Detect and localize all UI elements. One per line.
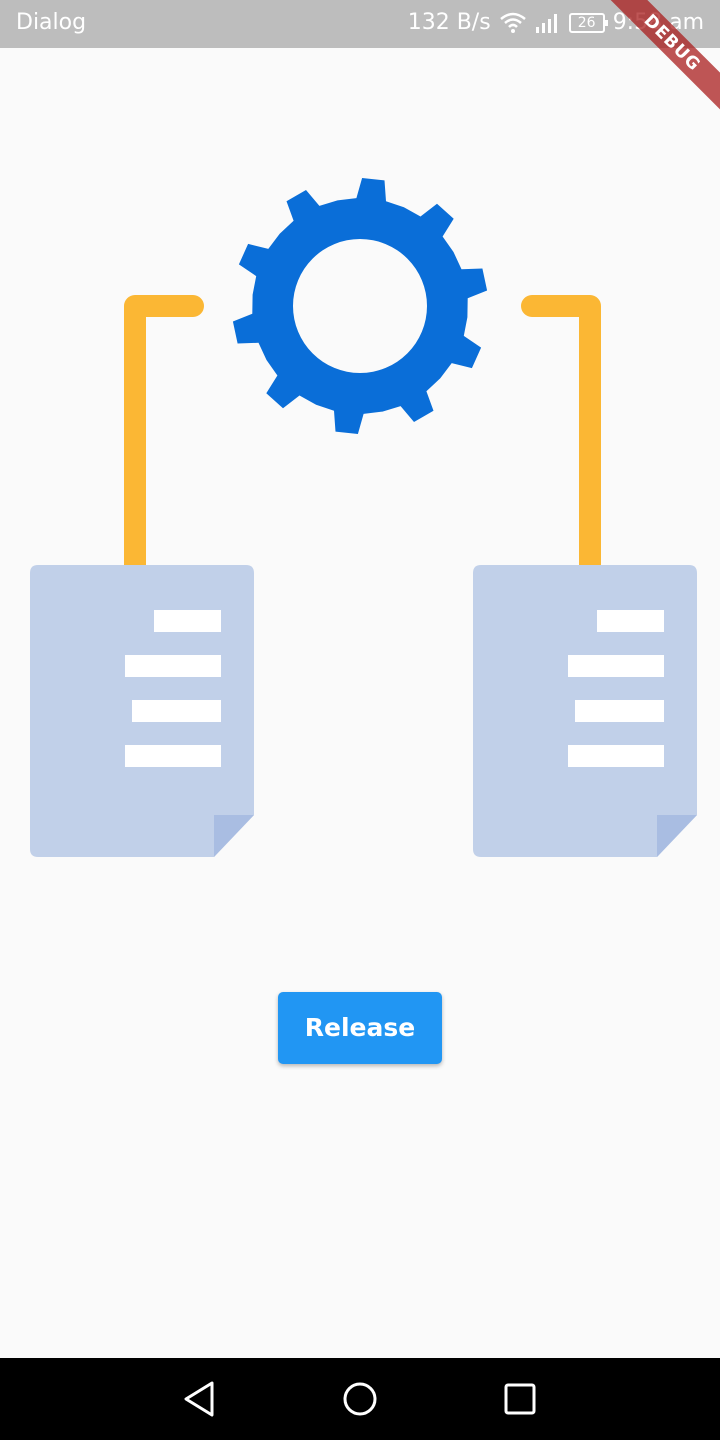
wifi-icon bbox=[499, 12, 527, 34]
recents-icon[interactable] bbox=[497, 1376, 543, 1422]
signal-icon bbox=[535, 13, 561, 33]
back-icon[interactable] bbox=[177, 1376, 223, 1422]
connector-left bbox=[124, 295, 204, 576]
release-button[interactable]: Release bbox=[278, 992, 442, 1064]
connector-right bbox=[521, 295, 601, 576]
network-speed: 132 B/s bbox=[407, 10, 491, 35]
status-bar: Dialog 132 B/s 26 9:58 am bbox=[0, 0, 720, 48]
document-icon bbox=[30, 565, 254, 857]
status-app-name: Dialog bbox=[16, 10, 87, 35]
battery-icon: 26 bbox=[568, 12, 608, 33]
gear-icon bbox=[232, 178, 488, 434]
battery-level: 26 bbox=[577, 14, 596, 31]
navigation-bar bbox=[0, 1358, 720, 1440]
home-icon[interactable] bbox=[337, 1376, 383, 1422]
document-icon bbox=[473, 565, 697, 857]
sync-illustration bbox=[30, 178, 697, 857]
